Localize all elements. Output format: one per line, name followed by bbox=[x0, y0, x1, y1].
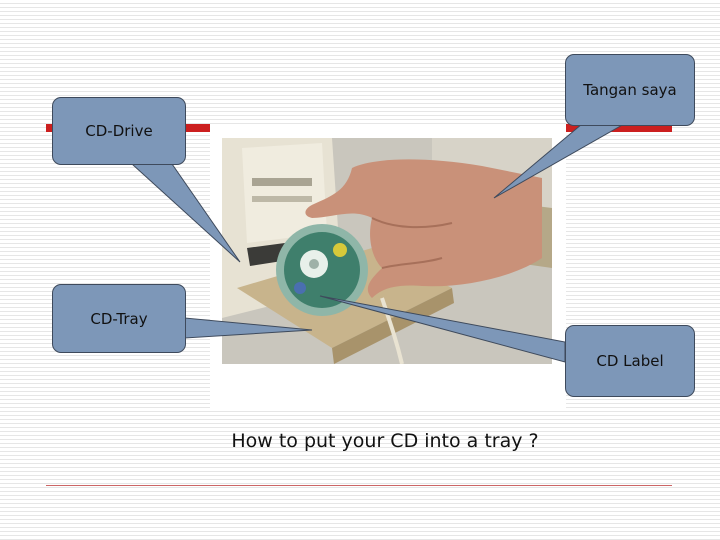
photo-frame bbox=[210, 124, 566, 410]
callout-cd-label: CD Label bbox=[565, 325, 695, 397]
callout-cd-tray-text: CD-Tray bbox=[90, 309, 148, 328]
callout-cd-drive: CD-Drive bbox=[52, 97, 186, 165]
footer-rule bbox=[46, 485, 672, 486]
slide-caption: How to put your CD into a tray ? bbox=[231, 430, 539, 452]
callout-hand-text: Tangan saya bbox=[583, 81, 677, 99]
cd-photo bbox=[222, 138, 552, 364]
callout-cd-label-text: CD Label bbox=[596, 352, 664, 370]
callout-cd-drive-text: CD-Drive bbox=[85, 122, 153, 140]
callout-hand: Tangan saya bbox=[565, 54, 695, 126]
callout-cd-tray: CD-Tray bbox=[52, 284, 186, 353]
